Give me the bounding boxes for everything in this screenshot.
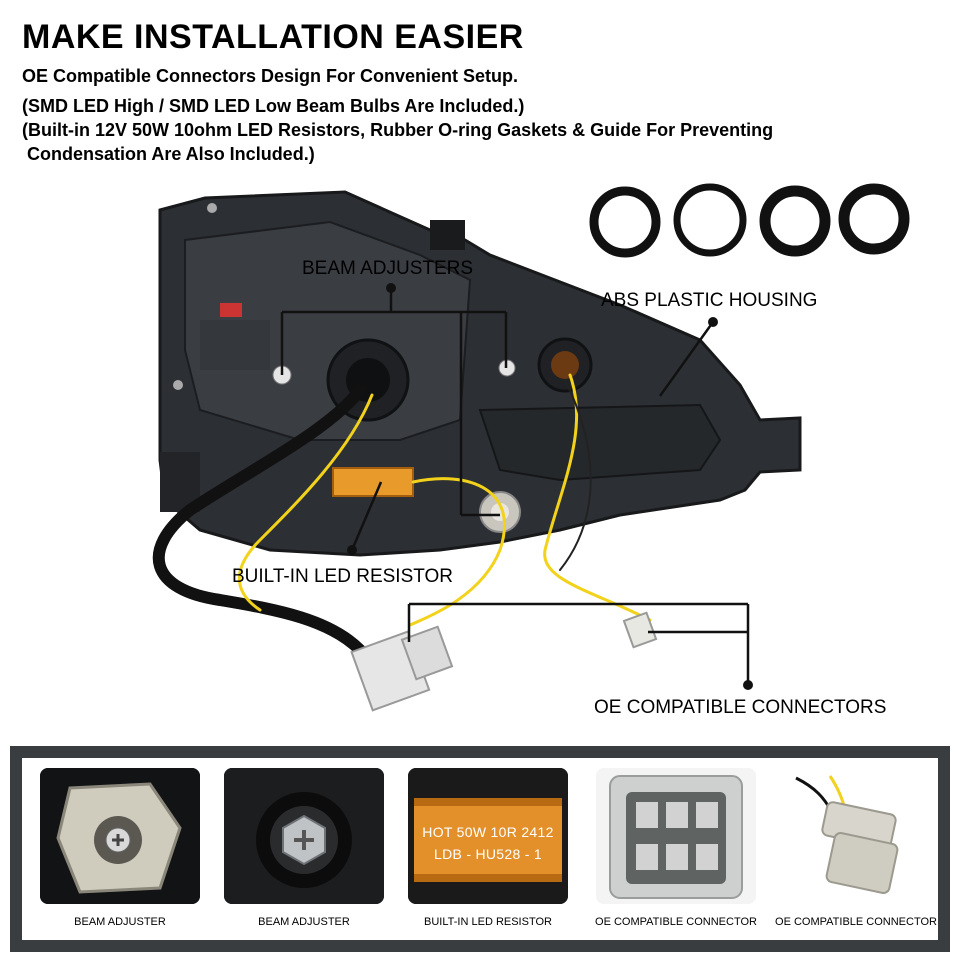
thumb-beam-adjuster-1: [40, 768, 200, 904]
detail-panel-inner: BEAM ADJUSTER BEAM ADJUSTER HOT 50W 10R …: [22, 758, 938, 940]
subtitle-line-4: Condensation Are Also Included.): [22, 144, 315, 164]
subtitle-line-1: OE Compatible Connectors Design For Conv…: [22, 66, 519, 86]
oe-connector-plug: [350, 625, 454, 712]
resistor-print-line-2: LDB - HU528 - 1: [434, 846, 542, 862]
gasket-ring-1: [589, 186, 661, 258]
gasket-ring-2: [673, 183, 747, 257]
callout-oe-connectors: OE COMPATIBLE CONNECTORS: [594, 697, 887, 718]
connector-plug-icon: [596, 768, 756, 904]
thumb-led-resistor: HOT 50W 10R 2412 LDB - HU528 - 1: [408, 768, 568, 904]
resistor-print-line-1: HOT 50W 10R 2412: [422, 824, 554, 840]
bulb-socket-icon: [776, 768, 936, 904]
wiring: [152, 373, 652, 656]
callout-led-resistor: BUILT-IN LED RESISTOR: [232, 566, 454, 587]
resistor-icon: [408, 768, 568, 904]
callout-lines: [280, 288, 750, 685]
detail-panel: BEAM ADJUSTER BEAM ADJUSTER HOT 50W 10R …: [10, 746, 950, 952]
caption-oe-connector-1: OE COMPATIBLE CONNECTOR: [595, 916, 757, 928]
led-resistor: [332, 467, 414, 497]
headlight-illustration: [152, 183, 910, 712]
headlight-diagram: BEAM ADJUSTERS ABS PLASTIC HOUSING BUILT…: [0, 170, 960, 740]
thumb-oe-connector-2: [776, 768, 936, 904]
headlight-housing: [158, 190, 802, 557]
caption-beam-adjuster-1: BEAM ADJUSTER: [74, 916, 166, 928]
beam-adjuster-bolt-icon: [224, 768, 384, 904]
subtitle-line-3: (Built-in 12V 50W 10ohm LED Resistors, R…: [22, 120, 774, 140]
thumb-beam-adjuster-2: [224, 768, 384, 904]
callout-beam-adjusters: BEAM ADJUSTERS: [302, 258, 474, 279]
caption-oe-connector-2: OE COMPATIBLE CONNECTOR: [775, 916, 937, 928]
thumb-oe-connector-1: [596, 768, 756, 904]
gasket-rings: [589, 183, 910, 258]
gasket-ring-3: [759, 185, 831, 257]
headline: MAKE INSTALLATION EASIER: [22, 18, 524, 56]
beam-adjuster-icon: [40, 768, 200, 904]
bulb-socket-connector: [622, 611, 658, 649]
caption-led-resistor: BUILT-IN LED RESISTOR: [424, 916, 552, 928]
subtitle-line-2: (SMD LED High / SMD LED Low Beam Bulbs A…: [22, 96, 525, 116]
callout-abs-housing: ABS PLASTIC HOUSING: [601, 290, 818, 311]
gasket-ring-4: [838, 183, 910, 255]
callout-dots: [347, 283, 753, 690]
caption-beam-adjuster-2: BEAM ADJUSTER: [258, 916, 350, 928]
